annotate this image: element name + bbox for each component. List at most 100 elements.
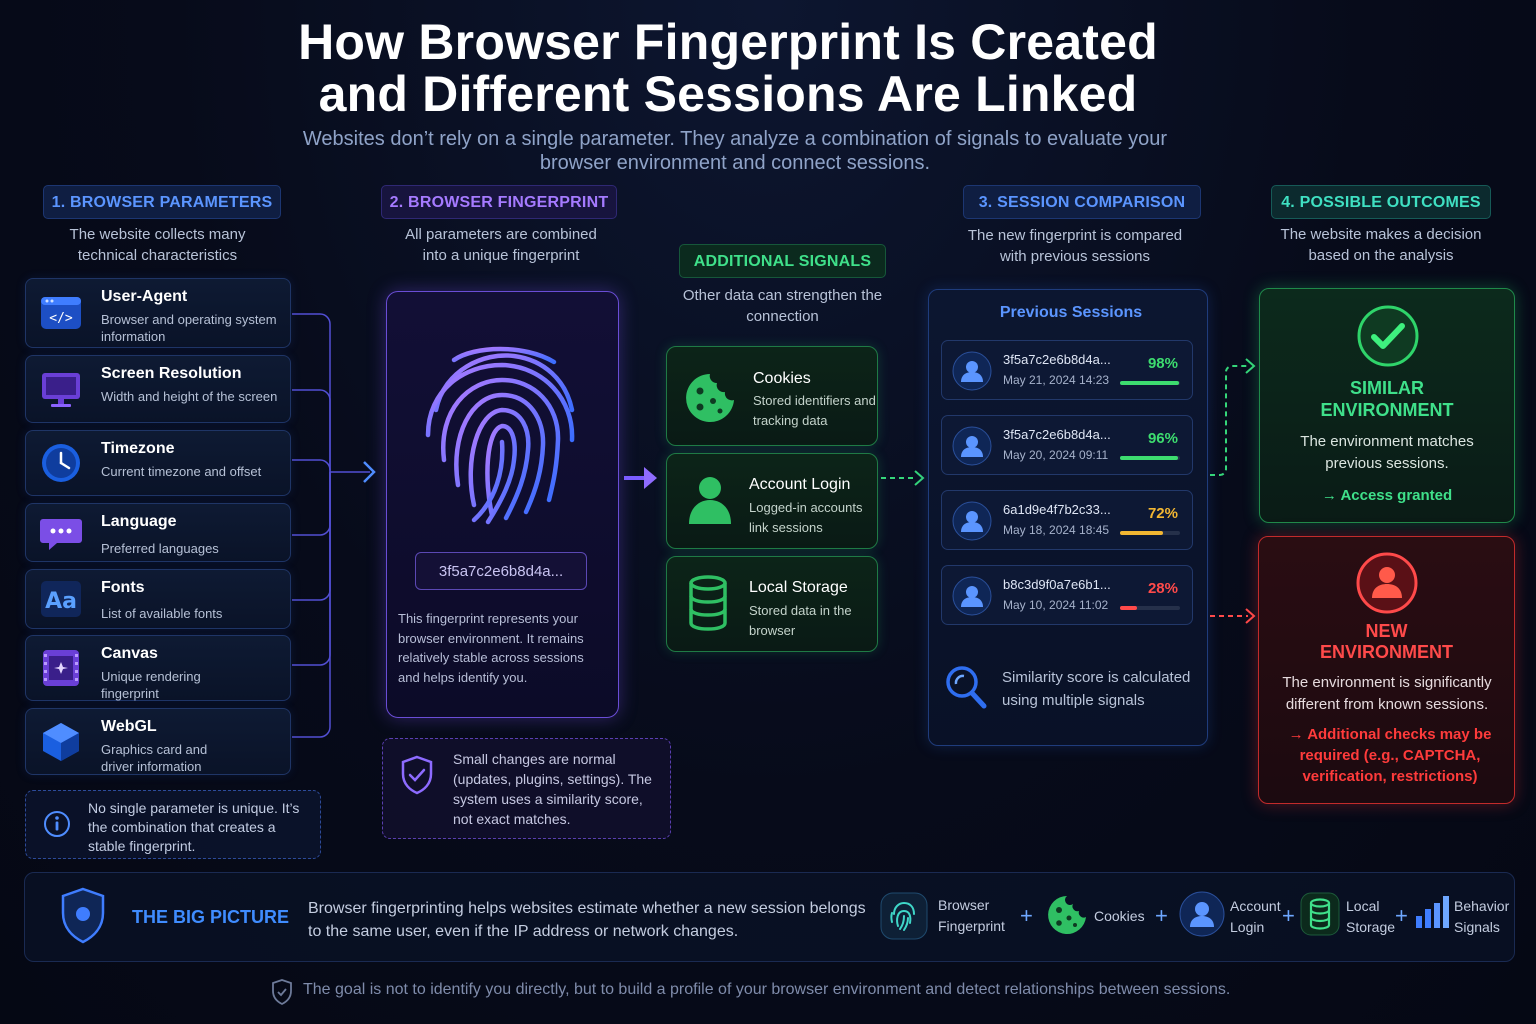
bar-chart-icon — [1416, 896, 1449, 928]
session-score: 98% — [1147, 355, 1178, 372]
new-desc: The environment is significantly differe… — [1282, 674, 1492, 713]
cookie-icon — [686, 374, 734, 422]
user-avatar-icon — [952, 426, 992, 466]
sessions-note: Similarity score is calculated using mul… — [1002, 669, 1191, 709]
similar-result: → Access granted — [1321, 487, 1453, 504]
session-score: 96% — [1147, 430, 1178, 447]
fingerprint-note-text: Small changes are normal (updates, plugi… — [453, 751, 652, 827]
signal-account-login: Account Login Logged-in accounts link se… — [666, 453, 878, 549]
fingerprint-desc-text: This fingerprint represents your browser… — [398, 611, 584, 685]
session-hash: b8c3d9f0a7e6b1... — [1003, 577, 1111, 592]
param-desc: List of available fonts — [101, 606, 223, 621]
outcomes-heading: 4. POSSIBLE OUTCOMES — [1271, 185, 1491, 219]
new-result: → Additional checks may be required (e.g… — [1288, 726, 1492, 785]
svg-text:</>: </> — [49, 311, 73, 326]
signal-title: Local Storage — [749, 579, 848, 596]
session-score: 28% — [1147, 580, 1178, 597]
param-desc: Unique rendering fingerprint — [101, 669, 201, 701]
score-bar — [1120, 531, 1180, 535]
user-avatar-icon — [952, 351, 992, 391]
param-title: User-Agent — [101, 288, 188, 305]
user-avatar-icon — [952, 501, 992, 541]
signal-cookies: Cookies Stored identifiers and tracking … — [666, 346, 878, 446]
session-hash: 3f5a7c2e6b8d4a... — [1003, 427, 1111, 442]
fingerprint-hash: 3f5a7c2e6b8d4a... — [415, 552, 587, 590]
param-screen-resolution: Screen Resolution Width and height of th… — [25, 355, 291, 423]
params-desc: The website collects many technical char… — [69, 226, 246, 264]
chat-bubble-icon — [40, 518, 82, 550]
big-picture-text: Browser fingerprinting helps websites es… — [308, 900, 866, 940]
session-hash: 3f5a7c2e6b8d4a... — [1003, 352, 1111, 367]
plus-sign: + — [1020, 903, 1033, 928]
session-date: May 21, 2024 14:23 — [1003, 373, 1110, 387]
outcome-arrows — [1210, 358, 1256, 624]
param-user-agent: </> User-Agent Browser and operating sys… — [25, 278, 291, 348]
info-icon — [44, 811, 70, 837]
score-bar — [1120, 381, 1180, 385]
font-aa-icon: Aa — [41, 581, 81, 617]
session-row: 3f5a7c2e6b8d4a... May 21, 2024 14:23 98% — [941, 340, 1193, 400]
param-title: Language — [101, 513, 177, 530]
signal-local-storage: Local Storage Stored data in the browser — [666, 556, 878, 652]
score-bar-fill — [1120, 606, 1137, 610]
param-title: Canvas — [101, 645, 158, 662]
signal-desc: Logged-in accounts link sessions — [749, 500, 863, 535]
plus-sign: + — [1395, 903, 1408, 928]
fingerprint-icon — [425, 346, 575, 525]
param-title: Screen Resolution — [101, 365, 242, 382]
params-connector-lines — [292, 313, 376, 738]
plus-sign: + — [1282, 903, 1295, 928]
param-canvas: Canvas Unique rendering fingerprint — [25, 635, 291, 701]
shield-icon — [61, 887, 105, 944]
param-fonts: Aa Fonts List of available fonts — [25, 569, 291, 629]
fingerprint-note-box: Small changes are normal (updates, plugi… — [382, 738, 671, 839]
param-timezone: Timezone Current timezone and offset — [25, 430, 291, 496]
params-heading: 1. BROWSER PARAMETERS — [43, 185, 281, 219]
shield-check-icon — [401, 755, 433, 795]
score-bar-fill — [1120, 531, 1164, 535]
plus-sign: + — [1155, 903, 1168, 928]
big-picture-bar — [24, 872, 1515, 962]
svg-text:Aa: Aa — [45, 589, 77, 614]
param-desc: Preferred languages — [101, 541, 219, 556]
similar-desc: The environment matches previous session… — [1300, 433, 1474, 472]
big-picture-item-label: Cookies — [1094, 908, 1145, 924]
account-small-icon — [1179, 891, 1225, 937]
session-date: May 18, 2024 18:45 — [1003, 523, 1110, 537]
fingerprint-heading: 2. BROWSER FINGERPRINT — [381, 185, 617, 219]
user-avatar-icon — [952, 576, 992, 616]
session-score: 72% — [1147, 505, 1178, 522]
params-note-text: No single parameter is unique. It’s the … — [88, 800, 300, 854]
fingerprint-desc: All parameters are combined into a uniqu… — [405, 226, 597, 264]
signal-title: Account Login — [749, 476, 851, 493]
sessions-panel-heading: Previous Sessions — [999, 304, 1143, 321]
score-bar — [1120, 606, 1180, 610]
signals-desc: Other data can strengthen the connection — [682, 287, 883, 325]
param-desc: Current timezone and offset — [101, 464, 262, 479]
param-desc: Graphics card and driver information — [101, 742, 208, 774]
fingerprint-card — [386, 291, 619, 718]
sessions-heading: 3. SESSION COMPARISON — [963, 185, 1201, 219]
check-circle-icon — [1357, 305, 1419, 367]
signal-title: Cookies — [753, 370, 811, 387]
page-subtitle: Websites don’t rely on a single paramete… — [302, 128, 1168, 174]
cube-icon — [43, 722, 79, 761]
sessions-desc: The new fingerprint is compared with pre… — [967, 227, 1183, 265]
footer-text: The goal is not to identify you directly… — [303, 981, 1231, 998]
score-bar-fill — [1120, 381, 1179, 385]
magnifier-icon — [946, 666, 987, 709]
code-window-icon: </> — [41, 297, 81, 329]
database-icon — [689, 575, 727, 631]
clock-icon — [42, 444, 80, 482]
session-date: May 20, 2024 09:11 — [1003, 448, 1109, 462]
signal-desc: Stored data in the browser — [749, 603, 852, 638]
